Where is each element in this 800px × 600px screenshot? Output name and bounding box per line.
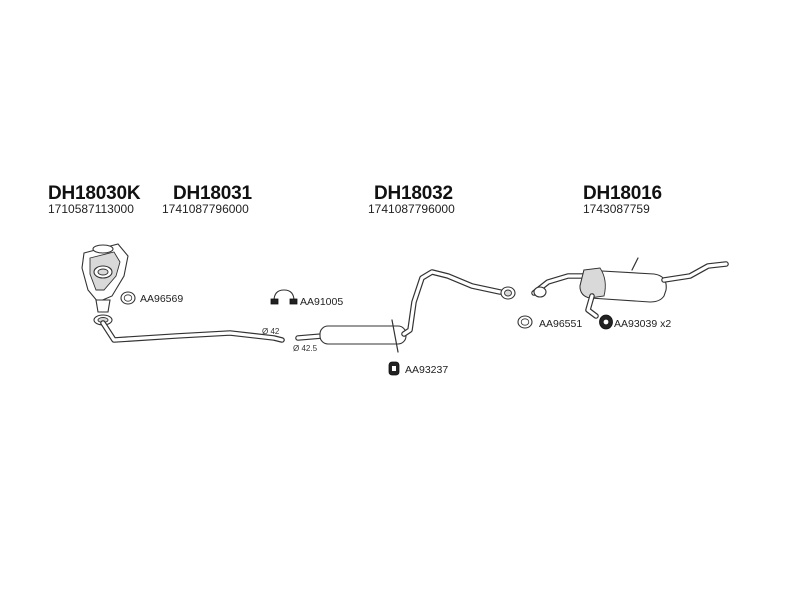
oem-number: 1741087796000 — [162, 202, 249, 216]
rubber-mount-icon[interactable] — [599, 314, 613, 330]
accessory-label-aa96551[interactable]: AA96551 — [539, 318, 583, 330]
centre-silencer-drawing[interactable] — [295, 269, 516, 353]
accessory-label-aa91005[interactable]: AA91005 — [300, 296, 344, 308]
oem-number: 1741087796000 — [368, 202, 455, 216]
pipe-clamp-icon[interactable] — [270, 289, 298, 305]
gasket-ring-icon[interactable] — [517, 315, 533, 329]
accessory-label-aa96569[interactable]: AA96569 — [140, 293, 184, 305]
oem-number: 1710587113000 — [48, 202, 134, 216]
front-pipe-drawing[interactable] — [100, 320, 285, 343]
accessory-label-aa93039[interactable]: AA93039 x2 — [614, 318, 672, 330]
part-code-dh18031[interactable]: DH18031 — [173, 183, 252, 204]
diameter-label-42: Ø 42 — [262, 327, 280, 336]
part-code-dh18030k[interactable]: DH18030K — [48, 183, 141, 204]
oem-number: 1743087759 — [583, 202, 650, 216]
accessory-label-aa93237[interactable]: AA93237 — [405, 364, 449, 376]
rubber-hanger-icon[interactable] — [388, 361, 400, 376]
part-code-dh18016[interactable]: DH18016 — [583, 183, 662, 204]
part-code-dh18032[interactable]: DH18032 — [374, 183, 453, 204]
catalytic-converter-drawing[interactable] — [81, 243, 129, 326]
rear-silencer-drawing[interactable] — [531, 257, 729, 319]
gasket-ring-icon[interactable] — [120, 291, 136, 305]
diameter-label-42-5: Ø 42.5 — [293, 344, 318, 353]
